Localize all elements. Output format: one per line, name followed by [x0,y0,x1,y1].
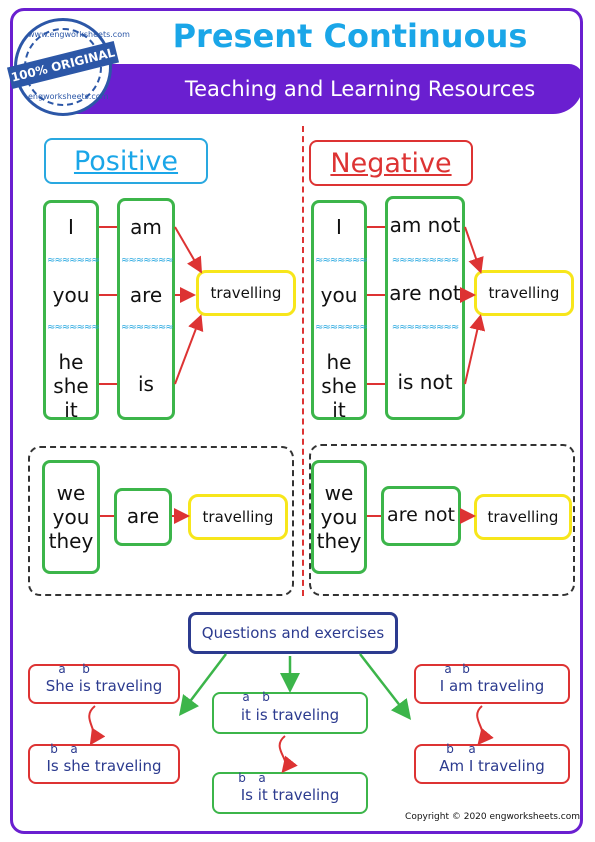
negative-verb-are-not: are not [389,281,461,305]
page-frame [10,8,583,834]
negative-plural-they: they [316,529,362,553]
negative-verb-am-not: am not [389,213,461,237]
middle-question: Is it traveling [240,786,340,804]
negative-subject-she: she [321,374,357,398]
mark-b: b [82,662,90,676]
mark-a: a [70,742,78,756]
positive-subject-i: I [68,215,74,239]
middle-statement: it is traveling [240,706,340,724]
wave-divider: ≈≈≈≈≈≈≈ [315,255,368,266]
negative-verb-is-not: is not [397,370,453,394]
positive-subject-box [43,200,99,420]
positive-subject-she: she [53,374,89,398]
mark-b: b [446,742,454,756]
wave-divider: ≈≈≈≈≈≈≈≈≈ [391,255,459,266]
positive-subject-he: he [58,350,84,374]
mark-b: b [462,662,470,676]
right-question: Am I traveling [439,757,545,775]
mark-a: a [444,662,452,676]
wave-divider: ≈≈≈≈≈≈≈≈≈ [391,322,459,333]
mark-a: a [258,771,266,785]
negative-subject-you: you [320,283,358,307]
negative-subject-i: I [336,215,342,239]
right-statement-box [414,664,570,704]
negative-plural-subject-box [311,460,367,574]
positive-verb-box [117,198,175,420]
negative-plural-verb: are not [387,504,455,526]
positive-verb-am: am [130,215,162,239]
negative-plural-you: you [320,505,358,529]
negative-plural-verb-box [381,486,461,546]
middle-statement-box [212,692,368,734]
mark-a: a [468,742,476,756]
mark-b: b [50,742,58,756]
seal-bottom-text: engworksheets.com [28,92,109,101]
copyright: Copyright © 2020 engworksheets.com [405,812,580,822]
wave-divider: ≈≈≈≈≈≈≈ [315,322,368,333]
negative-verb-box [385,196,465,420]
positive-result-box [196,270,296,316]
questions-title: Questions and exercises [201,624,385,642]
negative-plural-we: we [324,481,354,505]
positive-plural-subject-box [42,460,100,574]
negative-subject-he: he [326,350,352,374]
left-statement: She is traveling [45,677,163,695]
positive-plural-group [28,446,294,596]
positive-plural-they: they [48,529,94,553]
positive-result: travelling [210,284,282,302]
mark-b: b [262,690,270,704]
wave-divider: ≈≈≈≈≈≈≈ [47,255,100,266]
questions-box [188,612,398,654]
positive-plural-you: you [52,505,90,529]
positive-plural-result: travelling [202,508,274,526]
positive-plural-verb-box [114,488,172,546]
subtitle-bar [60,64,583,114]
positive-heading: Positive [44,138,208,184]
negative-heading: Negative [309,140,473,186]
positive-verb-is: is [138,372,154,396]
negative-subject-it: it [332,398,346,422]
wave-divider: ≈≈≈≈≈≈≈ [121,255,174,266]
section-divider [302,126,304,596]
positive-plural-we: we [56,481,86,505]
positive-verb-are: are [129,283,163,307]
page-subtitle: Teaching and Learning Resources [184,77,536,101]
mark-a: a [58,662,66,676]
positive-plural-verb: are [126,504,160,528]
negative-result: travelling [488,284,560,302]
left-statement-box [28,664,180,704]
left-question: Is she traveling [46,757,162,775]
seal-top-text: www.engworksheets.com [28,30,130,39]
page-title: Present Continuous [172,17,528,55]
wave-divider: ≈≈≈≈≈≈≈ [121,322,174,333]
negative-plural-result: travelling [487,508,559,526]
negative-subject-box [311,200,367,420]
wave-divider: ≈≈≈≈≈≈≈ [47,322,100,333]
mark-a: a [242,690,250,704]
positive-subject-you: you [52,283,90,307]
negative-plural-group [309,444,575,596]
mark-b: b [238,771,246,785]
right-statement: I am traveling [439,677,545,695]
positive-subject-it: it [64,398,78,422]
